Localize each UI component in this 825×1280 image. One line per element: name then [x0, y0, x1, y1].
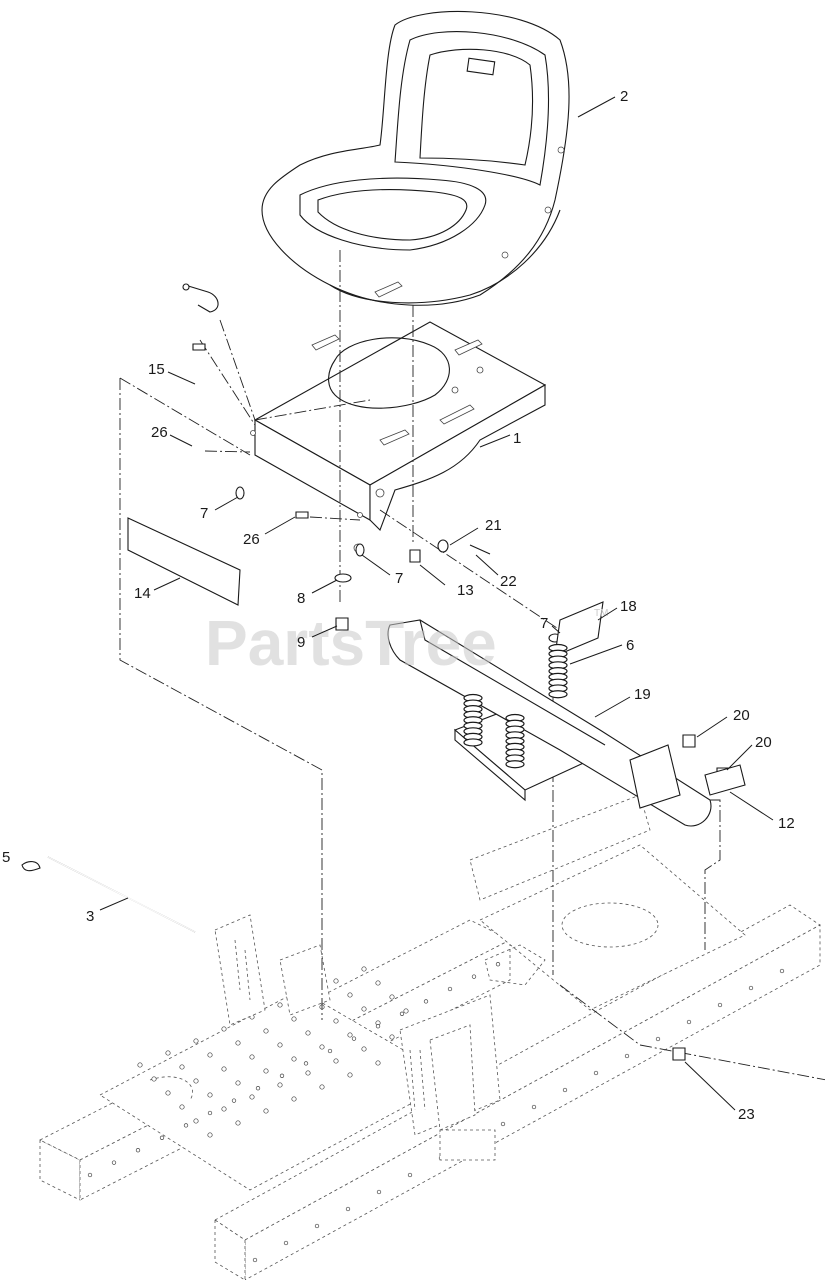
spring-c: [505, 713, 525, 769]
callout-26a: 26: [151, 424, 168, 441]
callout-21: 23: [738, 1106, 755, 1123]
callout-13: 12: [778, 815, 795, 832]
watermark: PartsTree: [205, 607, 497, 679]
callout-14: 14: [134, 585, 151, 602]
callout-20a: 20: [733, 707, 750, 724]
callout-7a: 7: [200, 505, 208, 522]
spring-a: [548, 643, 568, 699]
seat: [261, 10, 570, 306]
callout-5: 5: [2, 849, 10, 866]
callout-12: 13: [457, 582, 474, 599]
callout-9: 9: [297, 634, 305, 651]
spring-b: [463, 693, 483, 747]
callout-20b: 20: [755, 734, 772, 751]
callout-22: 21: [485, 517, 502, 534]
callout-15: 15: [148, 361, 165, 378]
callout-18: 18: [620, 598, 637, 615]
chassis-frame: [39, 794, 821, 1280]
callout-26b: 26: [243, 531, 260, 548]
callout-1: 1: [513, 430, 521, 447]
callout-3: 3: [86, 908, 94, 925]
callout-19: 19: [634, 686, 651, 703]
leader-lines: [99, 96, 774, 1111]
callout-7b: 7: [395, 570, 403, 587]
watermark-tm: TM: [594, 608, 608, 619]
callout-2: 2: [620, 88, 628, 105]
suspension-assembly: [387, 619, 746, 827]
part-14-plate: [127, 517, 241, 606]
callout-23: 22: [500, 573, 517, 590]
callouts: 2 1 15 26 7 26 7 13 21 22 8 9 14 7 18 6 …: [2, 88, 795, 1123]
seat-plate: [250, 281, 547, 553]
callout-6: 6: [626, 637, 634, 654]
callout-7c: 7: [540, 615, 548, 632]
callout-8: 8: [297, 590, 305, 607]
